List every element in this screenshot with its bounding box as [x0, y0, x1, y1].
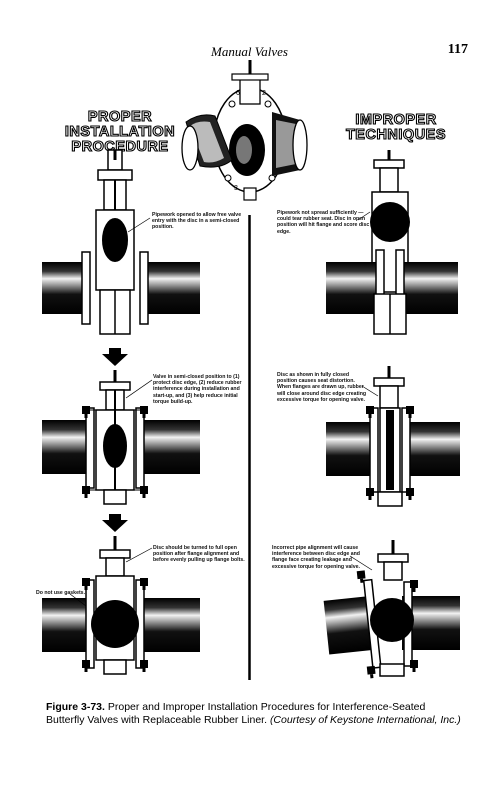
- svg-text:3: 3: [234, 185, 238, 192]
- valve-3d-illustration: 6 2 3: [181, 60, 308, 201]
- figure-caption-text: Proper and Improper Installation Procedu…: [46, 701, 426, 726]
- proper-heading-line-3: PROCEDURE: [71, 139, 169, 155]
- improper-step-2-diagram: [326, 366, 460, 507]
- proper-step-2-diagram: [42, 370, 200, 505]
- proper-step-1-diagram: [42, 149, 200, 335]
- proper-note-1: Pipework opened to allow free valve entr…: [152, 212, 242, 231]
- proper-note-2: Valve in semi-closed position to (1) pro…: [153, 374, 242, 405]
- running-title: Manual Valves: [211, 44, 288, 59]
- figure-credit: (Courtesy of Keystone International, Inc…: [269, 714, 461, 726]
- figure-caption: Figure 3-73. Proper and Improper Install…: [46, 701, 466, 727]
- proper-note-3: Disc should be turned to full open posit…: [153, 545, 245, 564]
- proper-heading-line-1: PROPER: [87, 109, 153, 125]
- improper-note-1: Pipework not spread sufficiently — could…: [277, 210, 370, 235]
- improper-heading-line-1: IMPROPER: [355, 112, 437, 128]
- figure-label: Figure 3-73.: [46, 701, 105, 713]
- proper-step-3-diagram: [42, 536, 200, 675]
- improper-heading-line-2: TECHNIQUES: [345, 127, 447, 143]
- page-number: 117: [447, 42, 468, 57]
- improper-heading: IMPROPER TECHNIQUES: [326, 112, 466, 143]
- gasket-note: Do not use gaskets.: [36, 590, 86, 596]
- svg-text:6: 6: [236, 90, 240, 97]
- proper-heading: PROPER INSTALLATION PROCEDURE: [40, 109, 200, 155]
- improper-note-2: Disc as shown in fully closed position c…: [277, 372, 367, 403]
- step-arrow-1: [102, 348, 128, 366]
- proper-heading-line-2: INSTALLATION: [64, 124, 176, 140]
- improper-note-3: Incorrect pipe alignment will cause inte…: [272, 545, 360, 570]
- improper-step-3-diagram: [323, 540, 460, 679]
- improper-step-1-diagram: [326, 150, 458, 335]
- step-arrow-2: [102, 514, 128, 532]
- svg-text:2: 2: [262, 90, 266, 97]
